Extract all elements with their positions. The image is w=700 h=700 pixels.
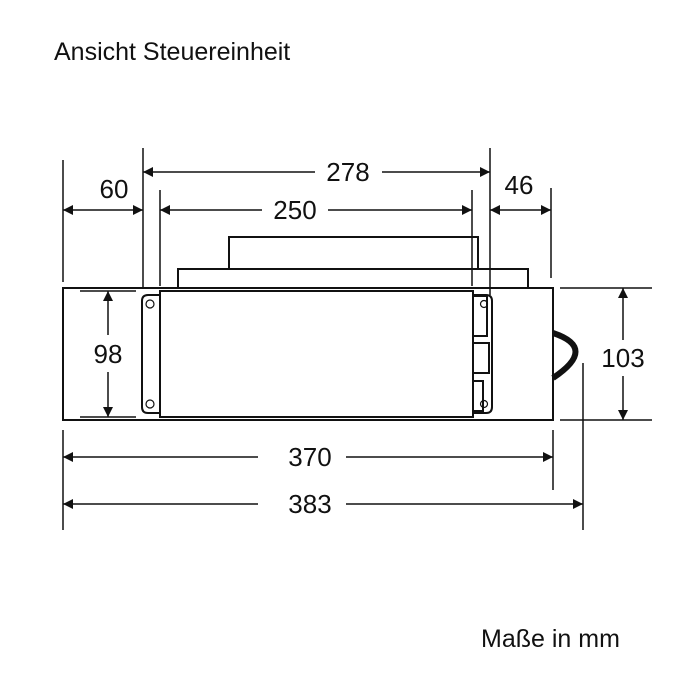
- screw-hole-icon: [145, 299, 155, 309]
- dim-top-overall: 278: [326, 157, 369, 187]
- connector-middle: [472, 342, 490, 374]
- housing-outline: [62, 287, 554, 421]
- connector-bottom: [472, 380, 484, 412]
- dim-width-inner: 370: [288, 442, 331, 472]
- cable: [551, 330, 579, 381]
- screw-hole-icon: [479, 399, 489, 409]
- units-note: Maße in mm: [481, 625, 620, 653]
- top-flange-lower: [177, 268, 529, 289]
- dim-top-inner: 250: [273, 195, 316, 225]
- top-flange-upper: [228, 236, 479, 270]
- dim-left-offset: 60: [100, 174, 129, 204]
- diagram-title: Ansicht Steuereinheit: [54, 38, 291, 66]
- unit-body: [159, 290, 474, 418]
- dim-height-inner: 98: [94, 339, 123, 369]
- screw-hole-icon: [479, 299, 489, 309]
- right-bracket: [473, 294, 493, 414]
- dim-right-offset: 46: [505, 170, 534, 200]
- dim-height-overall: 103: [601, 343, 644, 373]
- dim-width-overall: 383: [288, 489, 331, 519]
- left-bracket: [141, 294, 160, 414]
- connector-top: [472, 295, 488, 337]
- screw-hole-icon: [145, 399, 155, 409]
